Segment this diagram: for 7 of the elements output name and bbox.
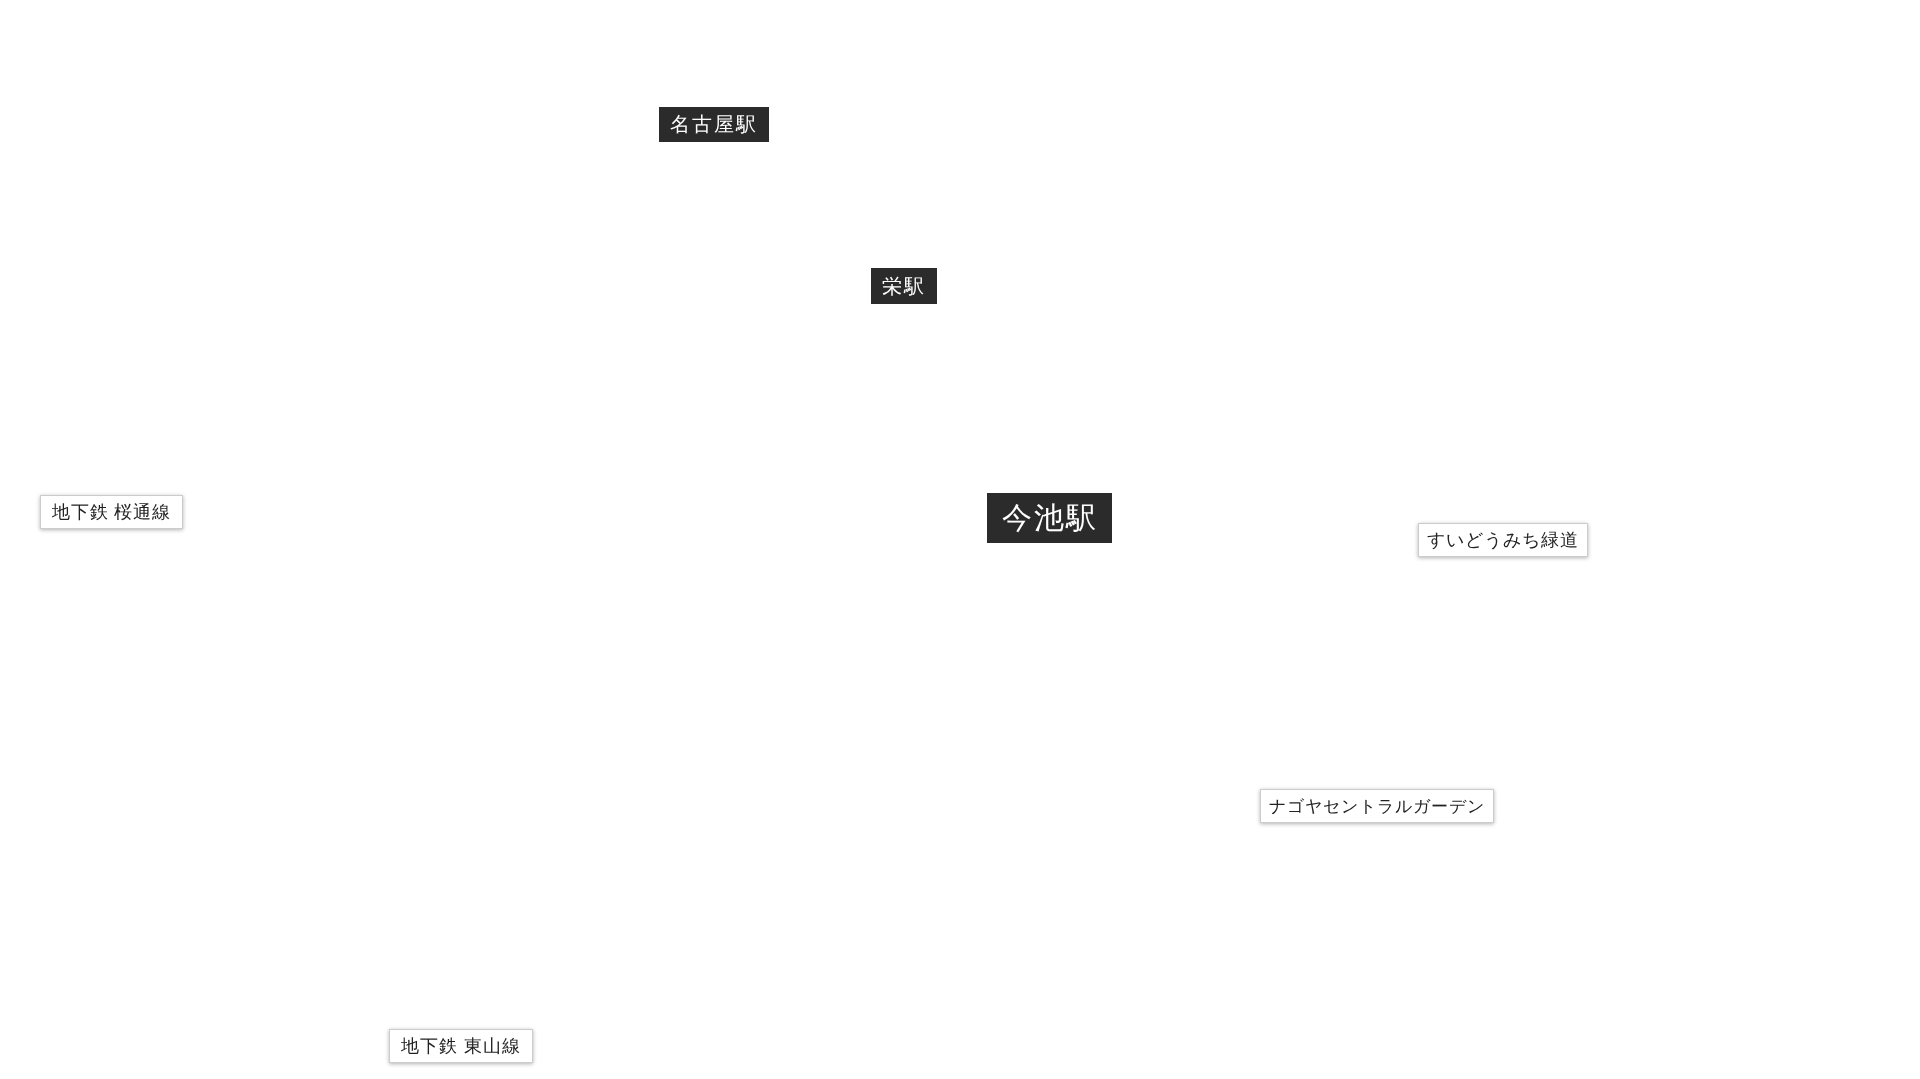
line-label: 地下鉄 東山線 — [389, 1029, 533, 1063]
line-label: 地下鉄 桜通線 — [40, 495, 183, 529]
station-label: 名古屋駅 — [659, 107, 769, 142]
station-label: 今池駅 — [987, 493, 1112, 543]
station-label: 栄駅 — [871, 268, 937, 304]
place-label: ナゴヤセントラルガーデン — [1260, 789, 1494, 823]
place-label: すいどうみち緑道 — [1418, 523, 1588, 557]
